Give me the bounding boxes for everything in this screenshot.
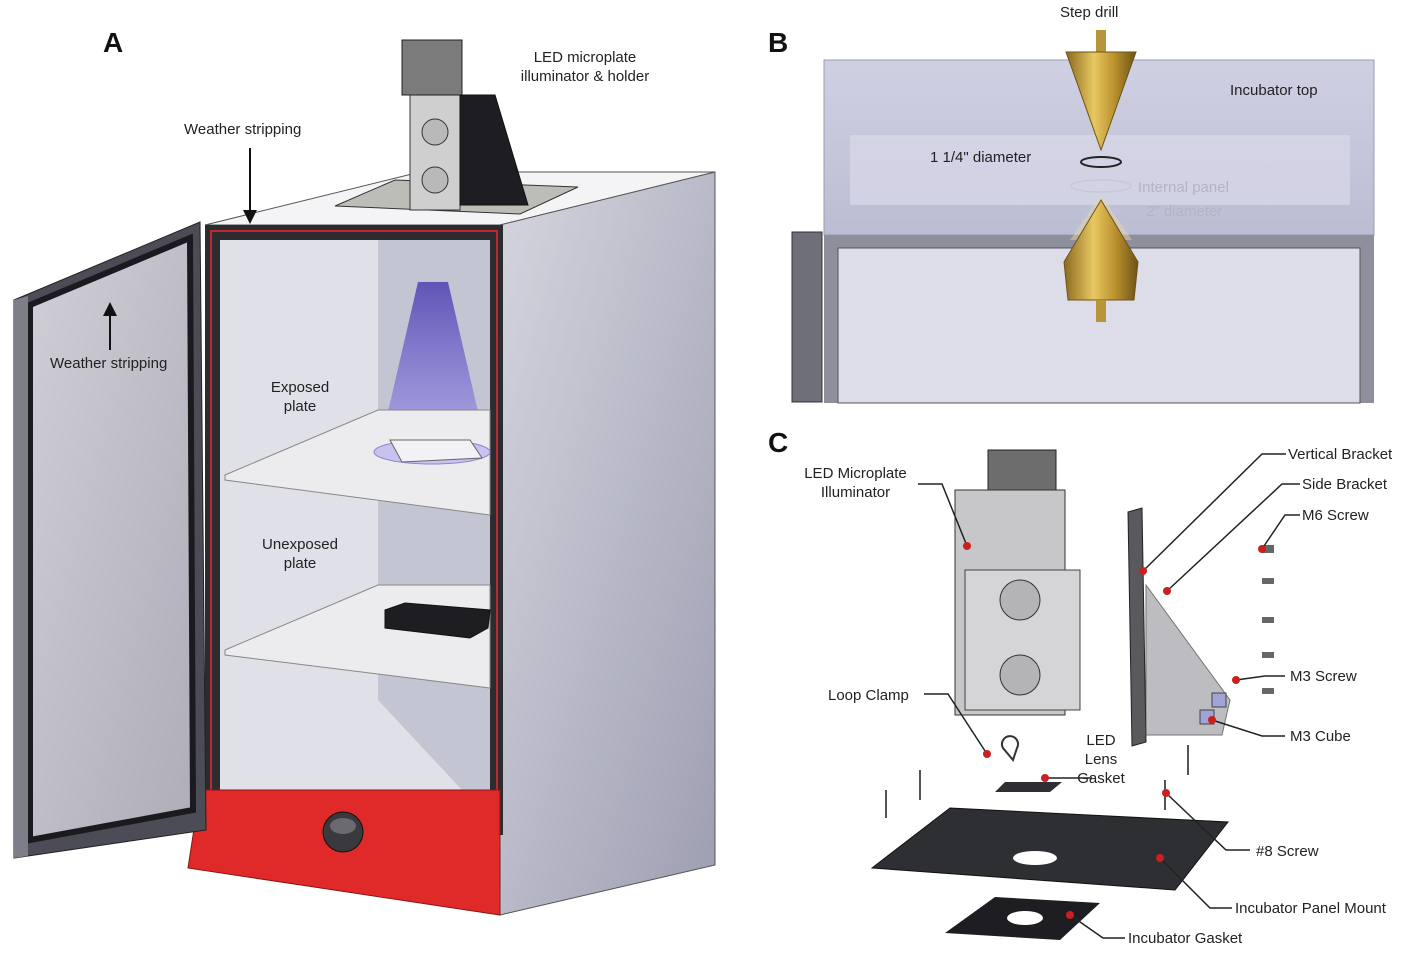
label-m6-screw: M6 Screw <box>1302 507 1369 524</box>
label-weather-stripping-top: Weather stripping <box>184 121 302 138</box>
panel-label-a: A <box>103 27 124 58</box>
label-unexposed-line2: plate <box>283 555 317 572</box>
unexposed-plate <box>384 602 491 639</box>
c-panel-mount <box>870 807 1229 891</box>
exploded-assembly-drawing <box>870 449 1274 940</box>
label-unexposed-line1: Unexposed <box>262 536 338 553</box>
c-lens-gasket <box>995 782 1062 792</box>
label-vertical-bracket: Vertical Bracket <box>1288 446 1393 463</box>
label-diameter-small: 1 1/4" diameter <box>930 149 1032 166</box>
label-lens-gasket: LED Lens Gasket <box>1066 731 1136 788</box>
arrow-head-door <box>103 302 117 316</box>
cabinet-side <box>499 171 716 916</box>
label-exposed-line1: Exposed <box>270 379 330 396</box>
label-8-screw: #8 Screw <box>1256 843 1319 860</box>
cabinet-base-red <box>187 789 501 916</box>
panel-label-b: B <box>768 27 789 58</box>
door-edge <box>14 296 28 858</box>
label-led-holder-line2: illuminator & holder <box>520 68 650 85</box>
step-drill-upper <box>1065 51 1137 152</box>
c-callout-dots <box>963 542 1266 919</box>
label-led-illuminator-line1: LED Microplate <box>804 465 907 482</box>
label-lens-gasket-line2: Lens <box>1084 751 1118 768</box>
illuminator-port-1 <box>421 118 449 146</box>
label-side-bracket: Side Bracket <box>1302 476 1388 493</box>
c-illuminator-port-2 <box>999 654 1041 696</box>
label-lens-gasket-line3: Gasket <box>1077 770 1125 787</box>
c-illuminator-port-1 <box>999 579 1041 621</box>
c-m3-cube <box>1211 692 1227 708</box>
incubator-drawing <box>13 39 716 916</box>
label-m3-screw: M3 Screw <box>1290 668 1357 685</box>
control-knob-highlight <box>330 818 356 834</box>
drill-shank-lower <box>1096 300 1106 322</box>
c-incubator-gasket-hole <box>1007 911 1043 925</box>
label-incubator-gasket: Incubator Gasket <box>1128 930 1243 947</box>
c-m6-screws <box>1262 545 1274 694</box>
c-8-screws <box>885 745 1189 818</box>
led-illuminator-head <box>401 39 463 96</box>
hole-large-diameter <box>1070 179 1132 193</box>
label-weather-stripping-door: Weather stripping <box>50 355 168 372</box>
c-panel-mount-hole <box>1013 851 1057 865</box>
label-panel-mount: Incubator Panel Mount <box>1235 900 1386 917</box>
drill-shank <box>1096 30 1106 52</box>
door-hinge-side <box>791 231 823 403</box>
label-led-illuminator: LED Microplate Illuminator <box>793 464 918 502</box>
hole-small-diameter <box>1080 156 1122 168</box>
label-exposed-plate: Exposed plate <box>255 378 345 416</box>
label-loop-clamp: Loop Clamp <box>828 687 909 704</box>
c-side-bracket <box>1145 583 1231 736</box>
label-unexposed-plate: Unexposed plate <box>250 535 350 573</box>
c-vertical-bracket <box>1127 507 1147 747</box>
label-internal-panel: Internal panel <box>1138 179 1229 196</box>
door-panel <box>27 233 197 844</box>
label-incubator-top: Incubator top <box>1230 82 1318 99</box>
label-exposed-line2: plate <box>283 398 317 415</box>
label-led-holder-line1: LED microplate <box>533 49 637 66</box>
c-loop-clamp <box>1001 735 1019 763</box>
label-led-holder: LED microplate illuminator & holder <box>500 48 670 86</box>
c-callout-lines <box>918 453 1300 939</box>
label-led-illuminator-line2: Illuminator <box>820 484 891 501</box>
illuminator-port-2 <box>421 166 449 194</box>
holder-bracket <box>459 94 529 206</box>
step-drill-drawing <box>791 30 1375 404</box>
label-lens-gasket-line1: LED <box>1086 732 1116 749</box>
exposed-plate <box>389 439 483 463</box>
label-step-drill: Step drill <box>1060 4 1119 21</box>
label-diameter-large: 2" diameter <box>1146 203 1223 220</box>
label-m3-cube: M3 Cube <box>1290 728 1351 745</box>
panel-label-c: C <box>768 427 789 458</box>
arrow-head-top <box>243 210 257 224</box>
upper-shelf <box>224 409 491 516</box>
